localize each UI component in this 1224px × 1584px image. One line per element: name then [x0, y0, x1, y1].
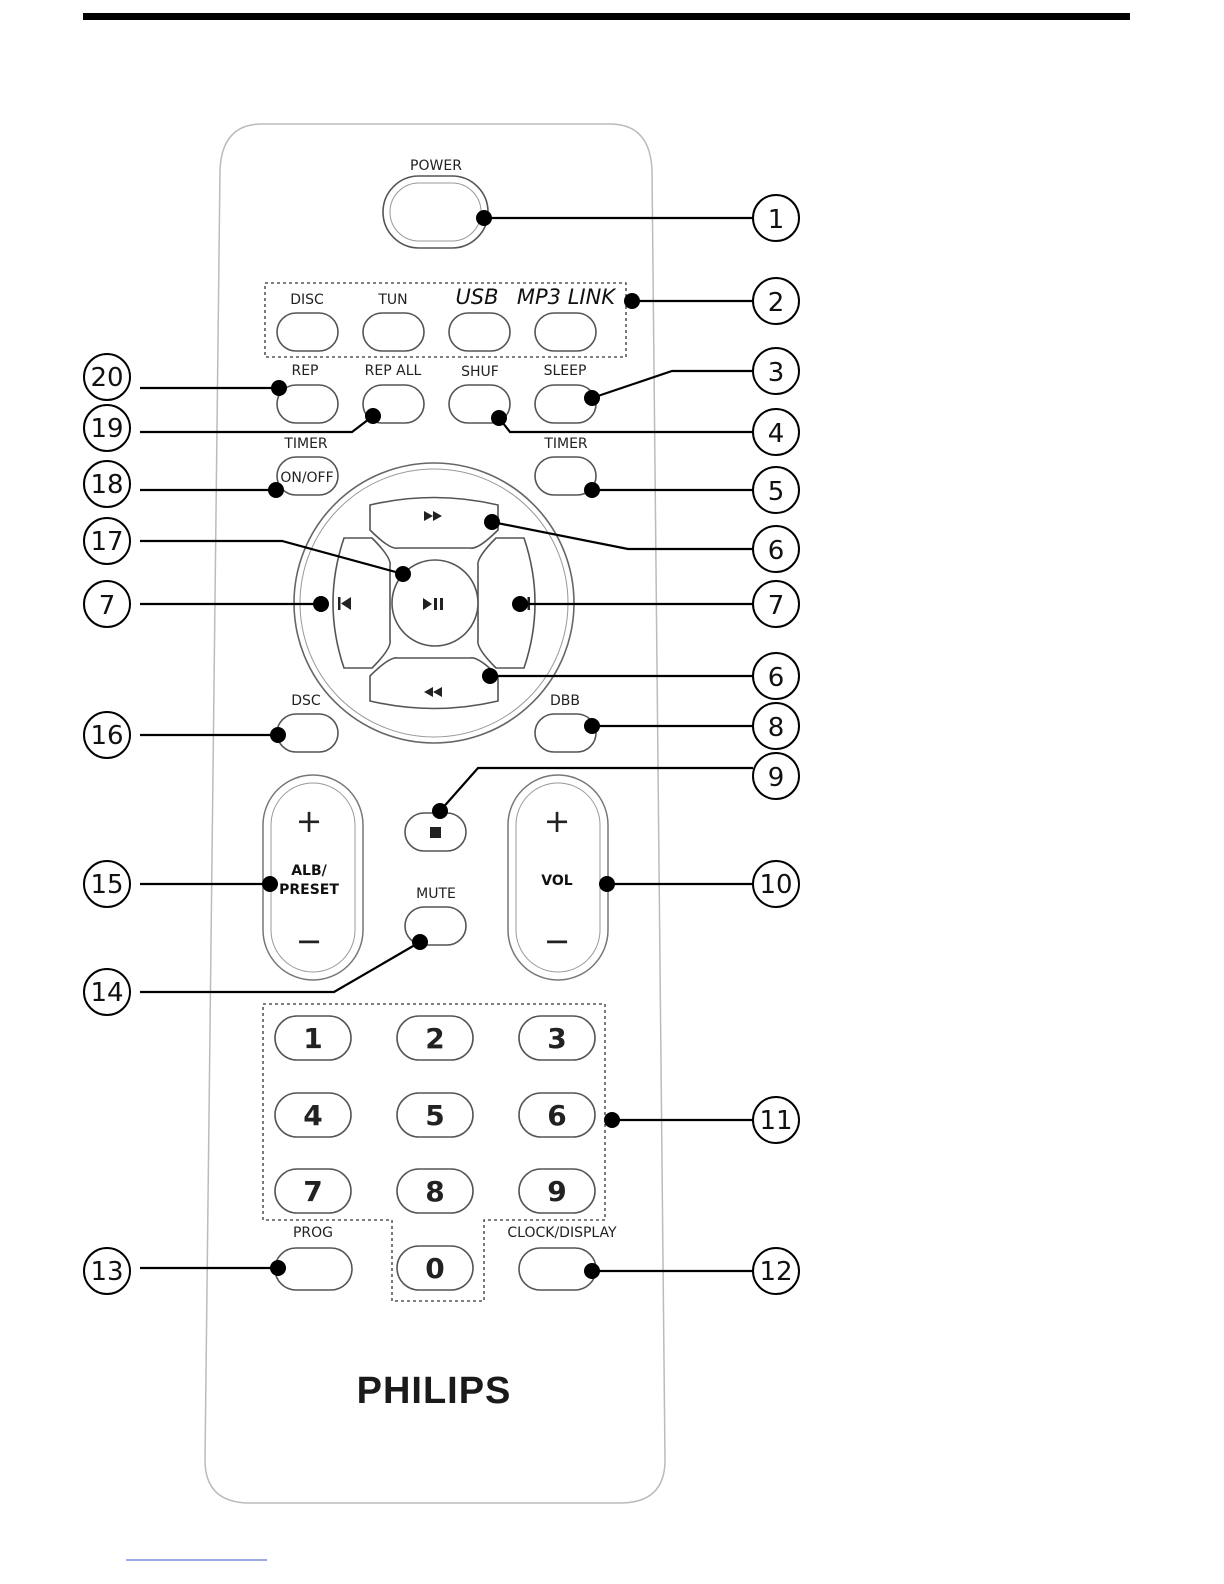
callout-20-label: 20 [90, 363, 123, 393]
timer-on-off-label: TIMER [283, 436, 328, 452]
callout-18-label: 18 [90, 470, 123, 500]
key-2-label: 2 [425, 1022, 444, 1055]
shuf-label: SHUF [461, 364, 499, 380]
callout-2-label: 2 [768, 288, 785, 318]
philips-logo: PHILIPS [357, 1370, 512, 1412]
key-0-label: 0 [425, 1252, 444, 1285]
callout-7-left-label: 7 [99, 591, 116, 621]
key-6-label: 6 [547, 1099, 566, 1132]
callout-9-label: 9 [768, 763, 785, 793]
disc-label: DISC [290, 292, 324, 308]
vol-minus: − [544, 922, 571, 960]
timer-label: TIMER [543, 436, 588, 452]
on-off-label: ON/OFF [280, 470, 333, 486]
callout-7-right-label: 7 [768, 591, 785, 621]
key-7-label: 7 [303, 1175, 322, 1208]
power-button[interactable] [383, 176, 488, 248]
preset-label: PRESET [279, 882, 339, 898]
callout-3-label: 3 [768, 358, 785, 388]
rep-label: REP [291, 363, 318, 379]
callout-5-label: 5 [768, 477, 785, 507]
prog-label: PROG [293, 1225, 333, 1241]
key-1-label: 1 [303, 1022, 322, 1055]
alb-preset-plus: + [296, 802, 323, 840]
rewind-button[interactable] [370, 658, 498, 709]
tun-button[interactable] [363, 313, 424, 351]
rep-all-label: REP ALL [365, 363, 422, 379]
clock-display-label: CLOCK/DISPLAY [507, 1225, 617, 1241]
mp3-link-label: MP3 LINK [517, 285, 617, 309]
dbb-button[interactable] [535, 714, 596, 752]
usb-label: USB [455, 285, 498, 309]
fast-forward-button[interactable] [370, 498, 498, 549]
key-5-label: 5 [425, 1099, 444, 1132]
callout-6-bottom-label: 6 [768, 663, 785, 693]
mp3-link-button[interactable] [535, 313, 596, 351]
key-3-label: 3 [547, 1022, 566, 1055]
vol-plus: + [544, 802, 571, 840]
callout-14-label: 14 [90, 978, 123, 1008]
callout-6-top-label: 6 [768, 536, 785, 566]
usb-button[interactable] [449, 313, 510, 351]
callout-4-label: 4 [768, 419, 785, 449]
prog-button[interactable] [275, 1248, 352, 1290]
vol-label: VOL [541, 873, 572, 889]
sleep-label: SLEEP [544, 363, 587, 379]
dsc-button[interactable] [277, 714, 338, 752]
alb-label: ALB/ [291, 863, 327, 879]
top-rule [83, 13, 1130, 20]
callout-12-label: 12 [759, 1257, 792, 1287]
key-8-label: 8 [425, 1175, 444, 1208]
key-4-label: 4 [303, 1099, 322, 1132]
dbb-label: DBB [550, 693, 580, 709]
key-9-label: 9 [547, 1175, 566, 1208]
callout-17-label: 17 [90, 527, 123, 557]
callout-1-label: 1 [768, 205, 785, 235]
callout-15-label: 15 [90, 870, 123, 900]
tun-label: TUN [377, 292, 407, 308]
callout-10-label: 10 [759, 870, 792, 900]
callout-11-label: 11 [759, 1106, 792, 1136]
callout-19-label: 19 [90, 414, 123, 444]
callout-16-label: 16 [90, 721, 123, 751]
disc-button[interactable] [277, 313, 338, 351]
stop-icon [430, 827, 441, 838]
mute-label: MUTE [416, 886, 456, 902]
callout-13-label: 13 [90, 1257, 123, 1287]
alb-preset-minus: − [296, 922, 323, 960]
callout-8-label: 8 [768, 713, 785, 743]
power-label: POWER [410, 158, 462, 174]
dsc-label: DSC [291, 693, 321, 709]
